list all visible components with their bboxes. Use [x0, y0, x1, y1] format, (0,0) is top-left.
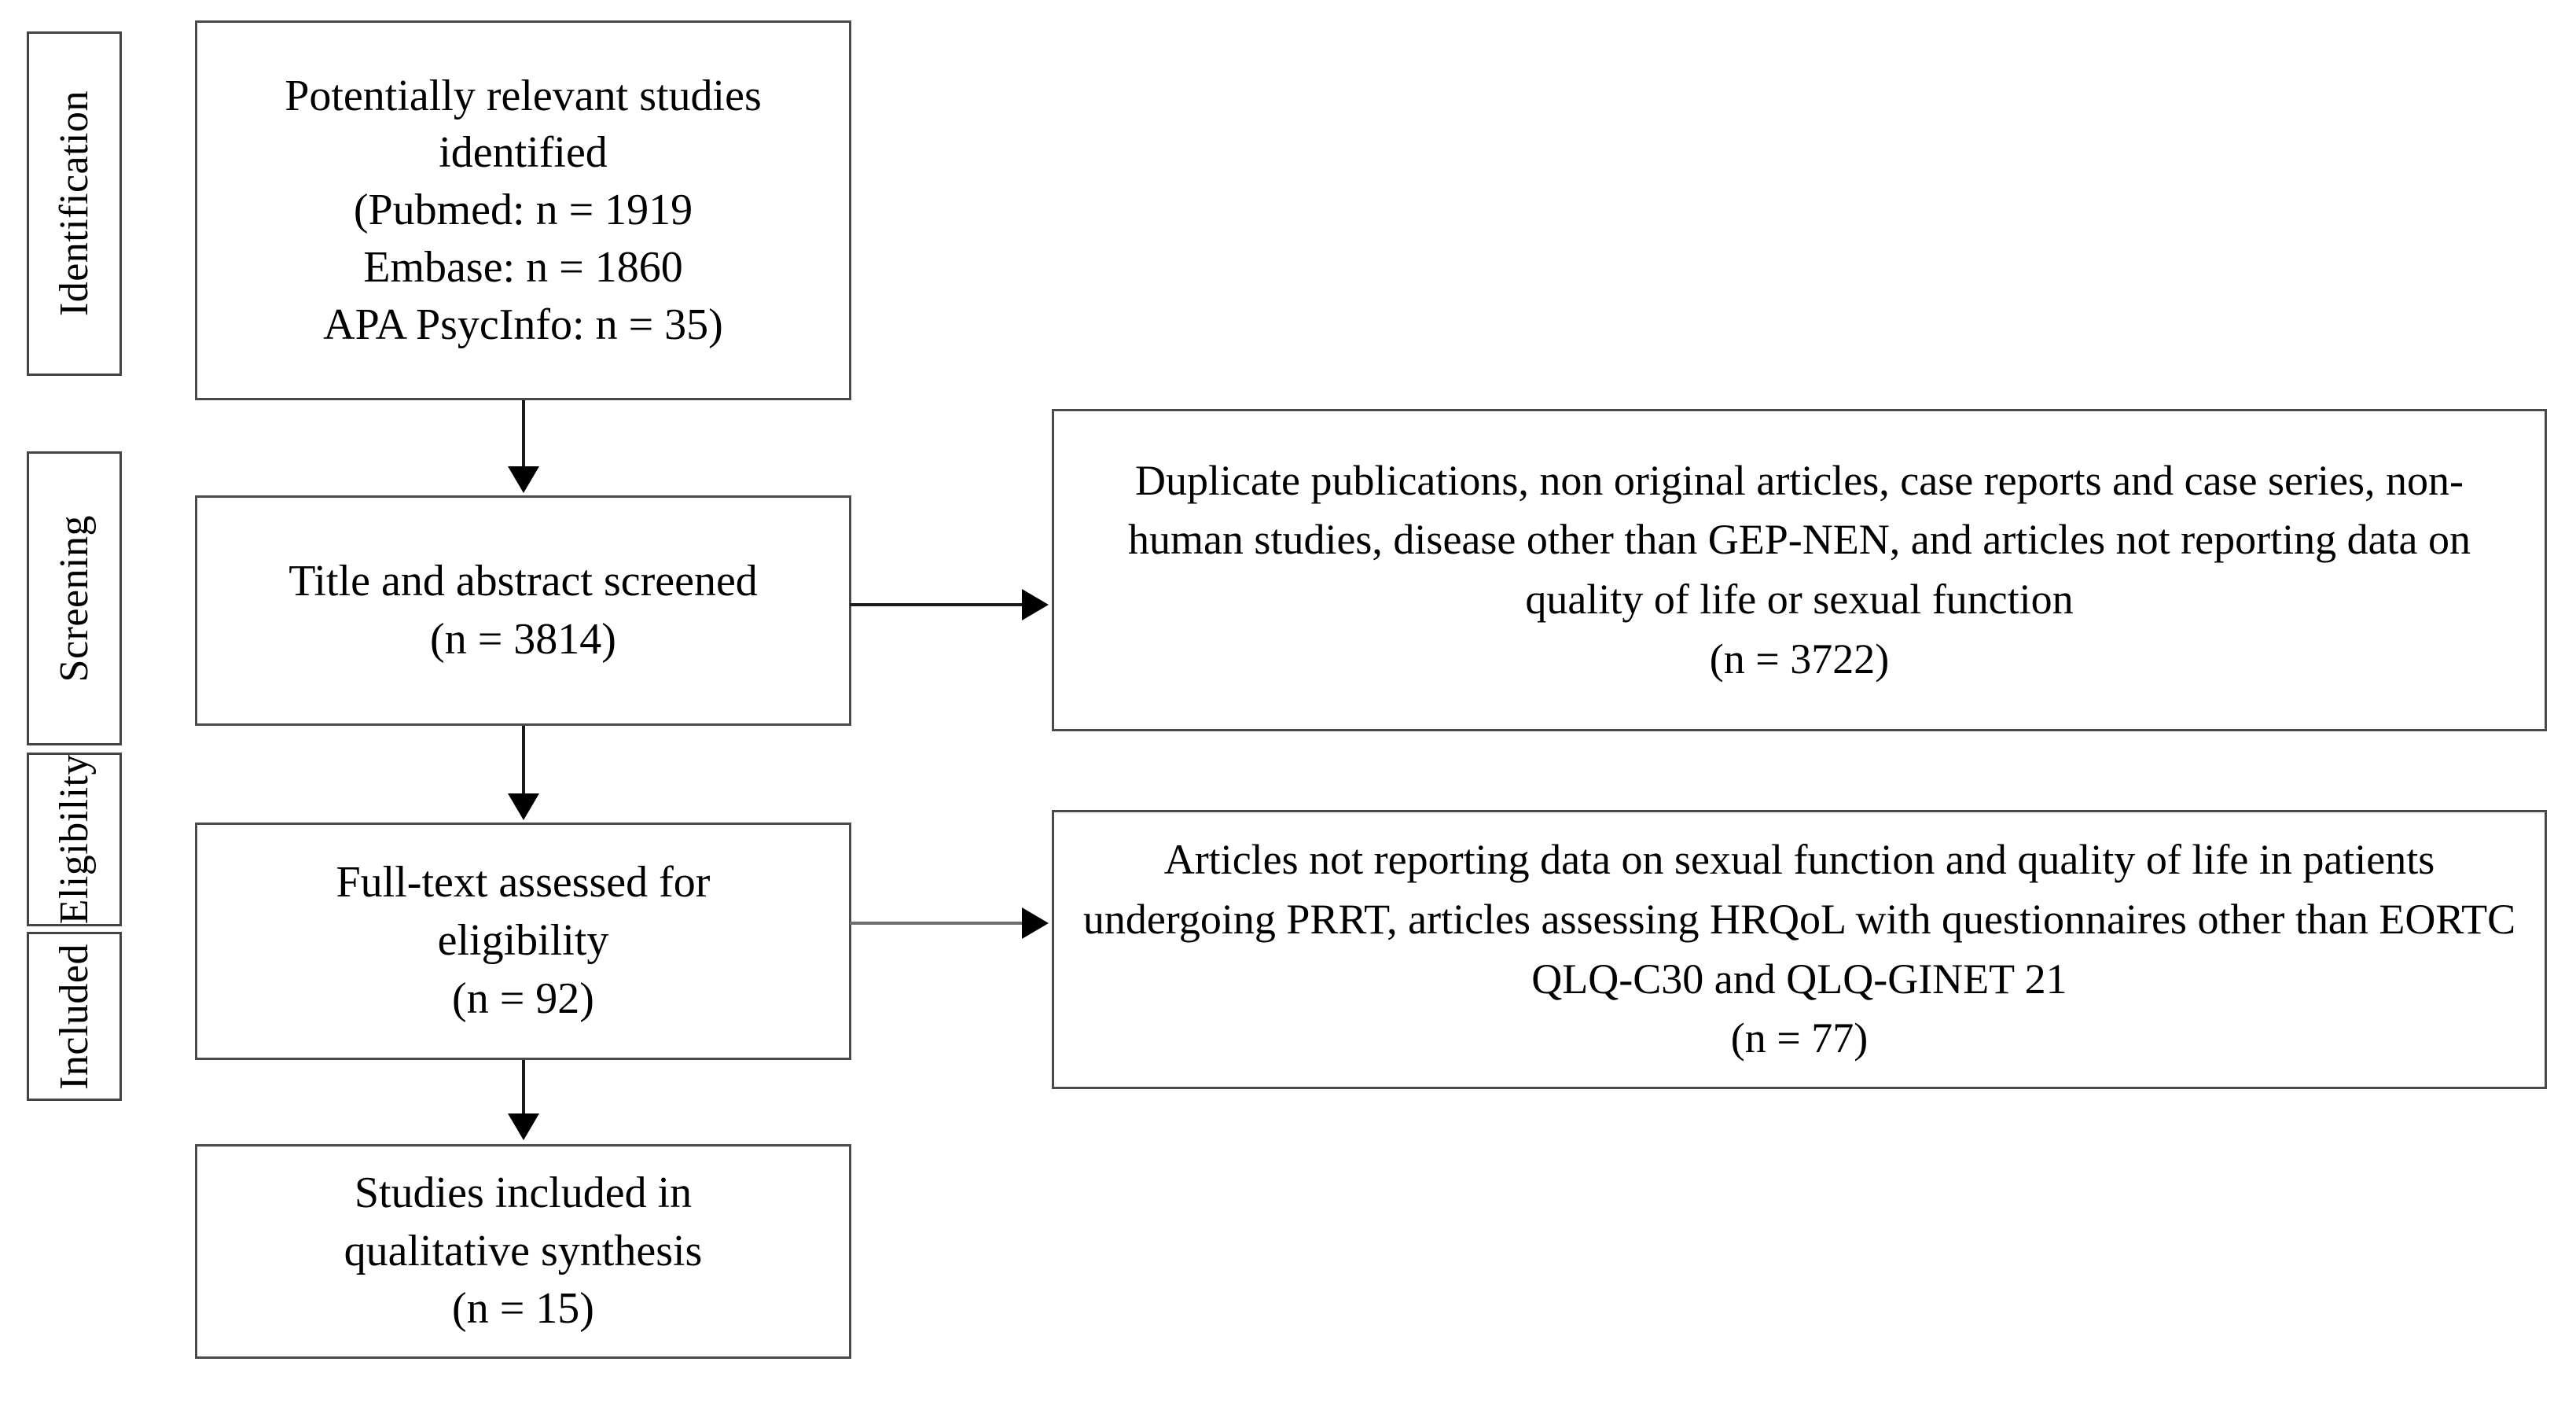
- stage-label-included-text: Included: [51, 943, 97, 1090]
- connector-eligibility-to-included-arrowhead: [508, 1113, 539, 1140]
- flow-box-included: Studies included in qualitative synthesi…: [195, 1144, 851, 1359]
- flow-box-included-text: Studies included in qualitative synthesi…: [344, 1168, 703, 1334]
- flow-box-eligibility-text: Full-text assessed for eligibility (n = …: [336, 858, 711, 1023]
- flow-box-identification: Potentially relevant studies identified …: [195, 20, 851, 400]
- exclusion-box-eligibility-text: Articles not reporting data on sexual fu…: [1082, 836, 2516, 1062]
- connector-identification-to-screening-line: [522, 400, 525, 469]
- connector-identification-to-screening-arrowhead: [508, 466, 539, 493]
- stage-label-eligibility: Eligibility: [27, 753, 122, 926]
- connector-eligibility-to-exclusions-line: [850, 922, 1024, 925]
- exclusion-box-screening: Duplicate publications, non original art…: [1052, 409, 2547, 731]
- flow-box-eligibility: Full-text assessed for eligibility (n = …: [195, 823, 851, 1060]
- connector-screening-to-exclusions-line: [850, 603, 1024, 606]
- connector-eligibility-to-exclusions-arrowhead: [1022, 907, 1049, 939]
- flow-box-screening: Title and abstract screened (n = 3814): [195, 495, 851, 726]
- stage-label-screening: Screening: [27, 451, 122, 745]
- stage-label-identification: Identification: [27, 31, 122, 376]
- connector-screening-to-eligibility-arrowhead: [508, 793, 539, 820]
- flow-box-screening-text: Title and abstract screened (n = 3814): [288, 556, 758, 664]
- stage-label-eligibility-text: Eligibility: [51, 754, 97, 925]
- connector-screening-to-exclusions-arrowhead: [1022, 589, 1049, 620]
- connector-eligibility-to-included-line: [522, 1060, 525, 1117]
- connector-screening-to-eligibility-line: [522, 726, 525, 797]
- stage-label-identification-text: Identification: [51, 90, 97, 317]
- exclusion-box-eligibility: Articles not reporting data on sexual fu…: [1052, 810, 2547, 1089]
- flow-box-identification-text: Potentially relevant studies identified …: [285, 71, 762, 349]
- stage-label-included: Included: [27, 932, 122, 1101]
- stage-label-screening-text: Screening: [51, 514, 97, 683]
- exclusion-box-screening-text: Duplicate publications, non original art…: [1127, 456, 2471, 683]
